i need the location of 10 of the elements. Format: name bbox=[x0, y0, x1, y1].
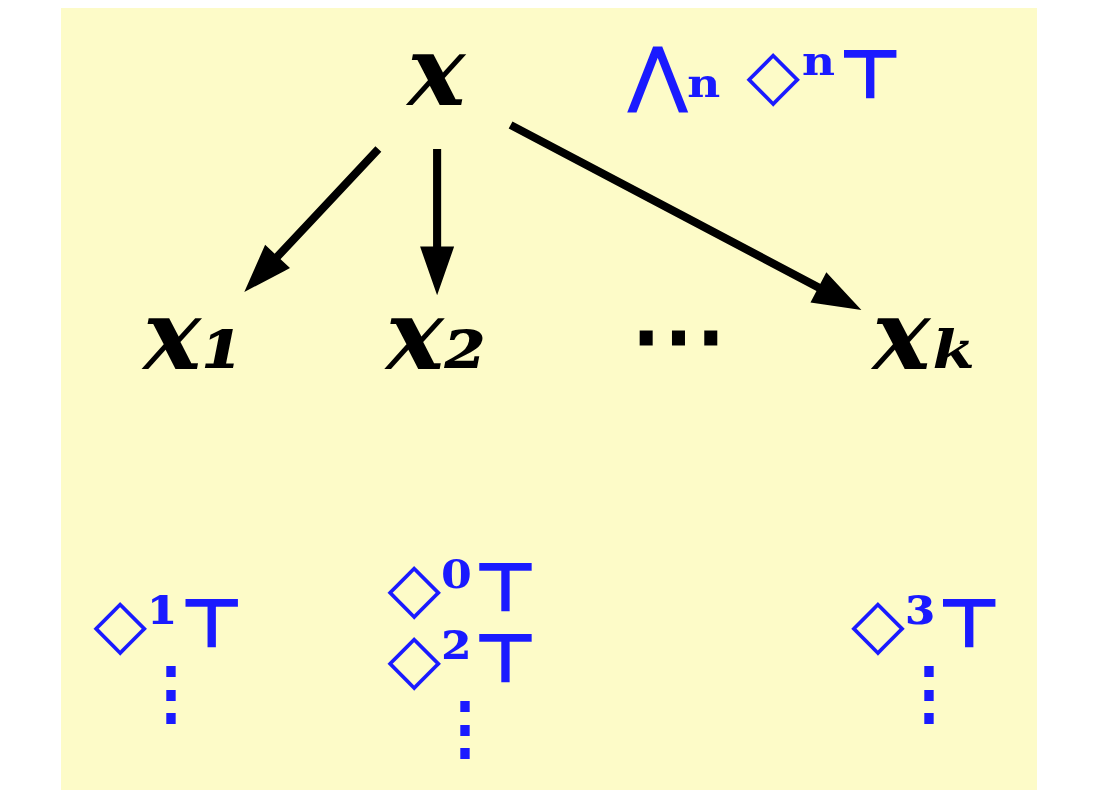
node-text: x₂ bbox=[385, 277, 486, 392]
arrow bbox=[508, 121, 861, 311]
arrow bbox=[419, 148, 454, 296]
node-text: xₖ bbox=[872, 277, 981, 392]
label: ⋯ bbox=[629, 277, 727, 392]
node-label: ⋀ₙ ◇ⁿ⊤ bbox=[628, 31, 904, 115]
node-text: x bbox=[406, 13, 465, 128]
node-text: x₁ bbox=[142, 277, 244, 392]
node-label: ⋮ bbox=[429, 685, 500, 769]
arrow bbox=[243, 146, 381, 292]
